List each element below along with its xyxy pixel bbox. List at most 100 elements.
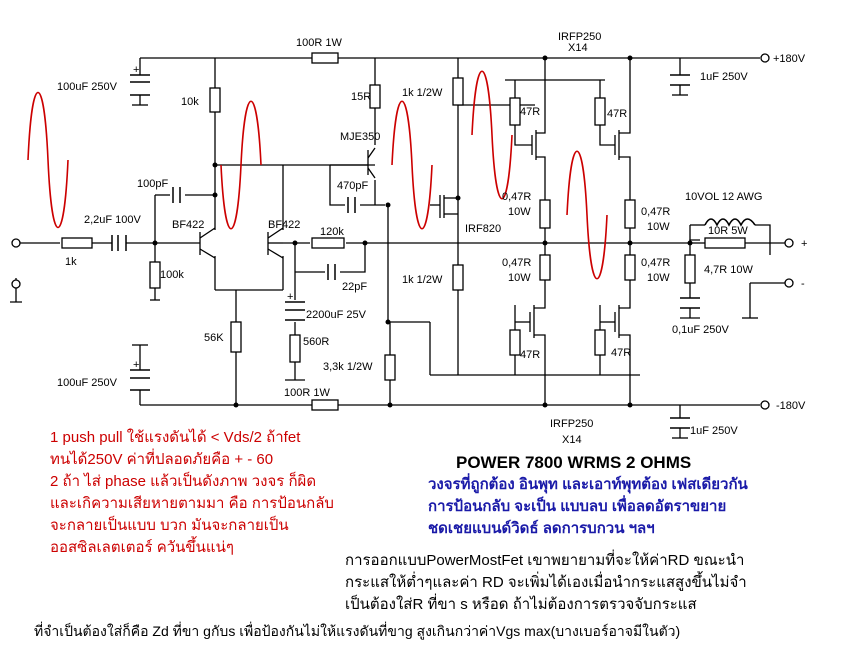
label-r-top-feedback: 100R 1W (296, 37, 342, 49)
label-r-47-top-a: 47R (520, 106, 540, 118)
resistor-100k (149, 261, 161, 289)
resistor-47r-top-b (594, 97, 606, 126)
ground-terminal (11, 279, 21, 289)
resistor-47r-bot-a (509, 329, 521, 356)
label-out-plus: + (801, 238, 807, 250)
blue-note-line-1: วงจรที่ถูกต้อง อินพุท และเอาท์พุทต้อง เฟ… (428, 476, 748, 493)
label-r-560r: 560R (303, 336, 329, 348)
svg-text:+: + (287, 291, 293, 303)
label-r-047-bot-b-w: 10W (647, 272, 670, 284)
output-coil (704, 218, 756, 227)
resistor-input (61, 237, 93, 249)
mje350 (330, 147, 376, 179)
bf422-right (267, 227, 284, 259)
label-out-minus: - (801, 278, 805, 290)
red-note-line-1: 1 push pull ใช้แรงดันได้ < Vds/2 ถ้าfet (50, 429, 301, 446)
red-note-line-4: และเกิความเสียหายตามมา คือ การป้อนกลับ (50, 495, 334, 512)
resistor-120k (311, 237, 345, 249)
mosfet-top-b (614, 120, 631, 160)
label-r-3k3: 3,3k 1/2W (323, 361, 373, 373)
resistor-47r-top-a (509, 97, 521, 126)
out-minus-terminal (784, 278, 794, 288)
label-c-100pf: 100pF (137, 178, 168, 190)
cap-bottom-supply (130, 369, 150, 391)
svg-text:+: + (133, 64, 139, 76)
label-c-1uf-bottom: 1uF 250V (690, 425, 738, 437)
black-note-line-2: กระแสให้ต่ำๆและค่า RD จะเพิ่มได้เองเมื่อ… (345, 574, 747, 591)
resistor-047-bot-b (624, 254, 636, 281)
label-r-47-top-b: 47R (607, 108, 627, 120)
svg-text:+: + (133, 359, 139, 371)
mosfet-top-a (531, 120, 546, 160)
label-v-pos: +180V (773, 53, 806, 65)
label-c-1uf-top: 1uF 250V (700, 71, 748, 83)
resistor-4r7 (684, 254, 696, 284)
red-note-line-2: ทนได้250V ค่าที่ปลอดภัยคือ + - 60 (50, 451, 274, 468)
cap-1uf-top (670, 74, 690, 86)
sine-diff (220, 100, 262, 230)
label-irfp-top: IRFP250 (558, 31, 601, 43)
label-bf422-right: BF422 (268, 219, 300, 231)
black-note-line-3: เป็นต้องใส่R ที่ขา s หรือด ถ้าไม่ต้องการ… (345, 596, 697, 613)
black-note-line-4: ที่จำเป็นต้องใส่ก็คือ Zd ที่ขา gกับs เพื… (34, 623, 681, 639)
sine-vas (391, 100, 433, 230)
label-r-10k: 10k (181, 96, 199, 108)
label-r-047-top-b-w: 10W (647, 221, 670, 233)
label-r-47-bot-b: 47R (611, 347, 631, 359)
resistor-560r (289, 334, 301, 363)
neg-terminal (760, 400, 770, 410)
label-r-047-bot-a-w: 10W (508, 272, 531, 284)
resistor-1k-bottom (452, 264, 464, 291)
black-note-line-1: การออกแบบPowerMostFet เขาพยายามที่จะให้ค… (345, 552, 745, 569)
sine-output (566, 150, 608, 280)
label-r-1k-bottom: 1k 1/2W (402, 274, 443, 286)
label-bf422-left: BF422 (172, 219, 204, 231)
black-note: การออกแบบPowerMostFet เขาพยายามที่จะให้ค… (345, 550, 747, 616)
resistor-bottom-feedback (311, 399, 339, 411)
cap-22pf (327, 264, 336, 280)
label-c-2200uf: 2200uF 25V (306, 309, 367, 321)
label-c-bottom-supply: 100uF 250V (57, 377, 118, 389)
label-r-4r7: 4,7R 10W (704, 264, 754, 276)
label-r-input: 1k (65, 256, 77, 268)
label-coil: 10VOL 12 AWG (685, 191, 762, 203)
blue-note: วงจรที่ถูกต้อง อินพุท และเอาท์พุทต้อง เฟ… (428, 474, 748, 540)
mosfet-bot-a (515, 300, 546, 340)
label-r-047-top-a: 0,47R (502, 191, 531, 203)
red-note-line-5: จะกลายเป็นแบบ บวก มันจะกลายเป็น (50, 517, 289, 534)
resistor-top-feedback (311, 52, 339, 64)
label-r-100k: 100k (160, 269, 184, 281)
cap-1uf-bottom (670, 417, 690, 429)
label-r-047-top-b: 0,47R (641, 206, 670, 218)
cap-2200uf (285, 301, 305, 321)
red-note: 1 push pull ใช้แรงดันได้ < Vds/2 ถ้าfet … (50, 427, 334, 559)
bf422-left (199, 227, 216, 259)
resistor-047-top-b (624, 199, 636, 229)
resistor-10r (704, 237, 746, 249)
label-r-bottom-feedback: 100R 1W (284, 387, 330, 399)
resistor-3k3 (384, 354, 396, 381)
label-r-047-bot-b: 0,47R (641, 257, 670, 269)
input-terminal (11, 238, 21, 248)
cap-100pf (172, 187, 181, 203)
label-c-470pf: 470pF (337, 180, 368, 192)
label-r-10r: 10R 5W (708, 225, 748, 237)
resistor-15r (369, 84, 381, 109)
mosfet-bot-b (600, 300, 631, 340)
resistor-1k-top (452, 77, 464, 106)
blue-note-line-3: ชดเชยแบนด์วิดธ์ ลดการบกวน ฯลฯ (428, 520, 655, 537)
resistor-047-top-a (539, 199, 551, 229)
resistor-47r-bot-b (594, 329, 606, 356)
label-irfp-bottom: IRFP250 (550, 418, 593, 430)
red-note-line-3: 2 ถ้า ไส่ phase แล้วเป็นดังภาพ วงจร ก็ผิ… (50, 473, 317, 490)
label-r-047-bot-a: 0,47R (502, 257, 531, 269)
label-r-15r: 15R (351, 91, 371, 103)
cap-input (111, 235, 127, 251)
resistor-10k (209, 87, 221, 113)
label-r-120k: 120k (320, 226, 344, 238)
sine-driver (471, 70, 513, 200)
cap-top-supply (130, 74, 150, 96)
sine-input (27, 91, 69, 229)
label-r-1k-top: 1k 1/2W (402, 87, 443, 99)
